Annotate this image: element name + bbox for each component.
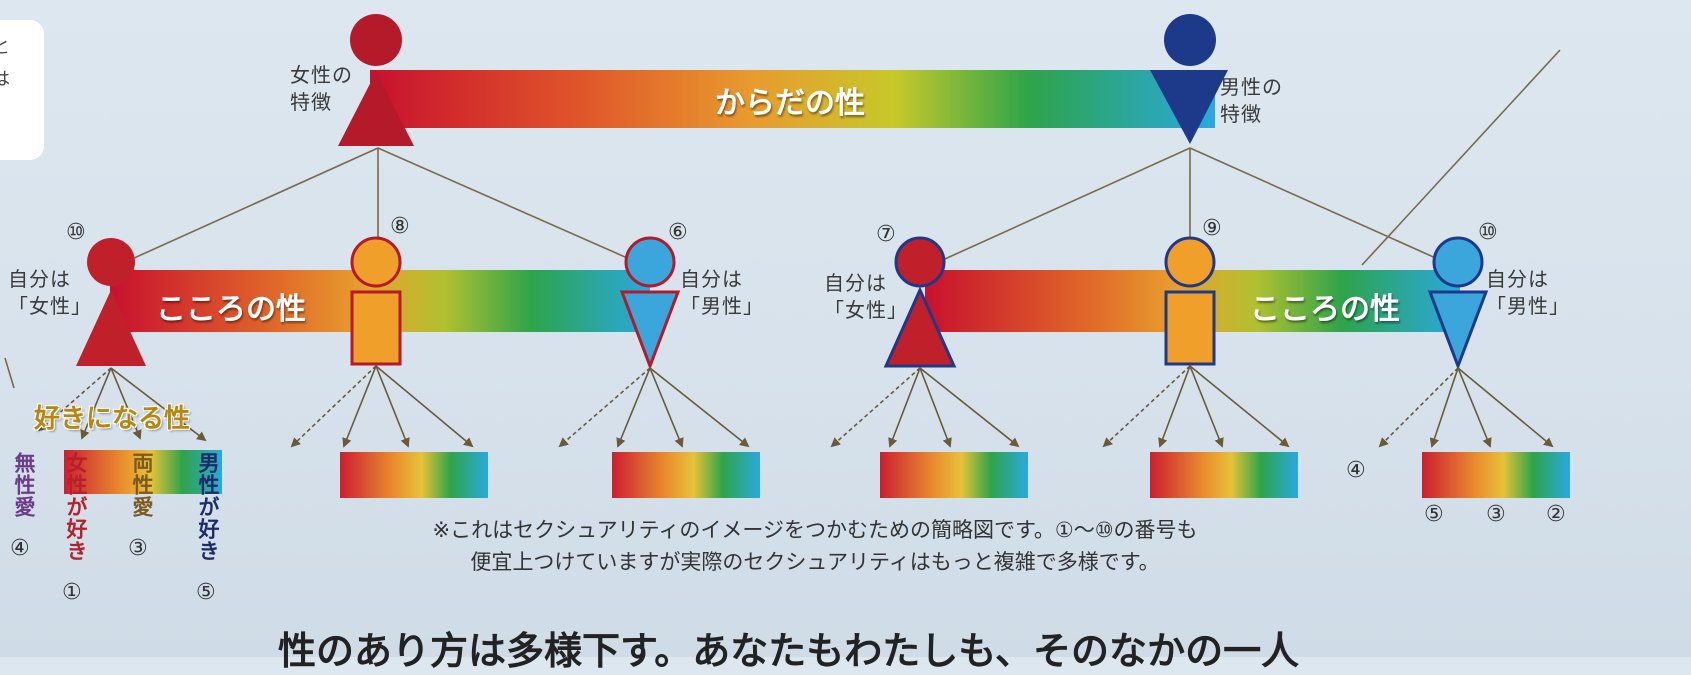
self-label: 自分は 「女性」	[8, 266, 92, 320]
right-number: ④	[1346, 458, 1366, 483]
body-sex-band	[370, 70, 1215, 128]
right-number: ⑤	[1424, 502, 1444, 527]
attraction-number: ①	[62, 580, 82, 605]
attraction-number: ③	[128, 536, 148, 561]
male-features-label: 男性の 特徴	[1220, 74, 1283, 128]
simplified-diagram-note: ※これはセクシュアリティのイメージをつかむための簡略図です。①〜⑩の番号も 便宜…	[330, 514, 1300, 578]
attraction-title: 好きになる性	[34, 404, 191, 434]
right-number: ③	[1486, 502, 1506, 527]
mind-sex-label-right: こころの性	[1250, 292, 1400, 327]
mind-neutral-figure-2	[1164, 236, 1216, 366]
female-features-label: 女性の 特徴	[290, 62, 353, 116]
self-label-line: 「女性」	[824, 298, 908, 322]
mind-female-figure-1	[76, 238, 146, 366]
body-male-figure	[1150, 14, 1228, 144]
mind-female-figure-2	[883, 236, 957, 368]
attraction-bar-1	[64, 450, 222, 494]
female-features-line: 女性の	[290, 63, 353, 87]
self-label: 自分は 「女性」	[824, 270, 908, 324]
self-label-line: 「男性」	[680, 294, 764, 318]
self-label-line: 「女性」	[8, 294, 92, 318]
male-features-line: 男性の	[1220, 75, 1283, 99]
female-features-line: 特徴	[290, 90, 332, 114]
attraction-bar-4	[880, 452, 1028, 498]
speech-bubble: と は !	[0, 20, 44, 160]
attraction-bar-5	[1150, 452, 1298, 498]
attraction-likes-male: 男性が好き	[196, 452, 220, 562]
sexuality-diagram	[4, 14, 1570, 498]
figure-number: ⑦	[876, 222, 896, 247]
male-features-line: 特徴	[1220, 102, 1262, 126]
body-sex-label: からだの性	[715, 86, 865, 121]
speech-line: と	[0, 37, 10, 58]
attraction-bar-2	[340, 452, 488, 498]
self-label-line: 自分は	[1486, 267, 1549, 291]
mind-male-figure-1	[619, 236, 681, 371]
attraction-bar-6	[1422, 452, 1570, 498]
connector-lines	[4, 49, 1561, 389]
mind-neutral-figure-1	[350, 236, 402, 366]
note-line: 便宜上つけていますが実際のセクシュアリティはもっと複雑で多様です。	[470, 550, 1160, 574]
self-label: 自分は 「男性」	[1486, 266, 1570, 320]
attraction-number: ④	[10, 536, 30, 561]
attraction-arrows	[38, 365, 1554, 448]
note-line: ※これはセクシュアリティのイメージをつかむための簡略図です。①〜⑩の番号も	[432, 518, 1198, 542]
self-label-line: 自分は	[824, 271, 887, 295]
self-label: 自分は 「男性」	[680, 266, 764, 320]
mind-sex-label-left: こころの性	[156, 292, 306, 327]
attraction-bar-3	[612, 452, 760, 498]
figure-number: ⑩	[1478, 220, 1498, 245]
attraction-number: ⑤	[196, 580, 216, 605]
headline: 性のあり方は多様下す。あなたもわたしも、そのなかの一人	[278, 629, 1300, 673]
self-label-line: 自分は	[680, 267, 743, 291]
figure-number: ⑧	[390, 214, 410, 239]
figure-number: ⑩	[66, 220, 86, 245]
body-female-figure	[338, 14, 414, 146]
self-label-line: 自分は	[8, 267, 71, 291]
attraction-likes-female: 女性が好き	[64, 452, 88, 562]
right-number: ②	[1546, 502, 1566, 527]
self-label-line: 「男性」	[1486, 294, 1570, 318]
figure-number: ⑥	[668, 220, 688, 245]
speech-line: は	[0, 69, 10, 90]
attraction-bisexual: 両性愛	[130, 452, 154, 518]
mind-male-figure-2	[1427, 236, 1489, 371]
attraction-asexual: 無性愛	[12, 452, 36, 518]
figure-number: ⑨	[1202, 216, 1222, 241]
